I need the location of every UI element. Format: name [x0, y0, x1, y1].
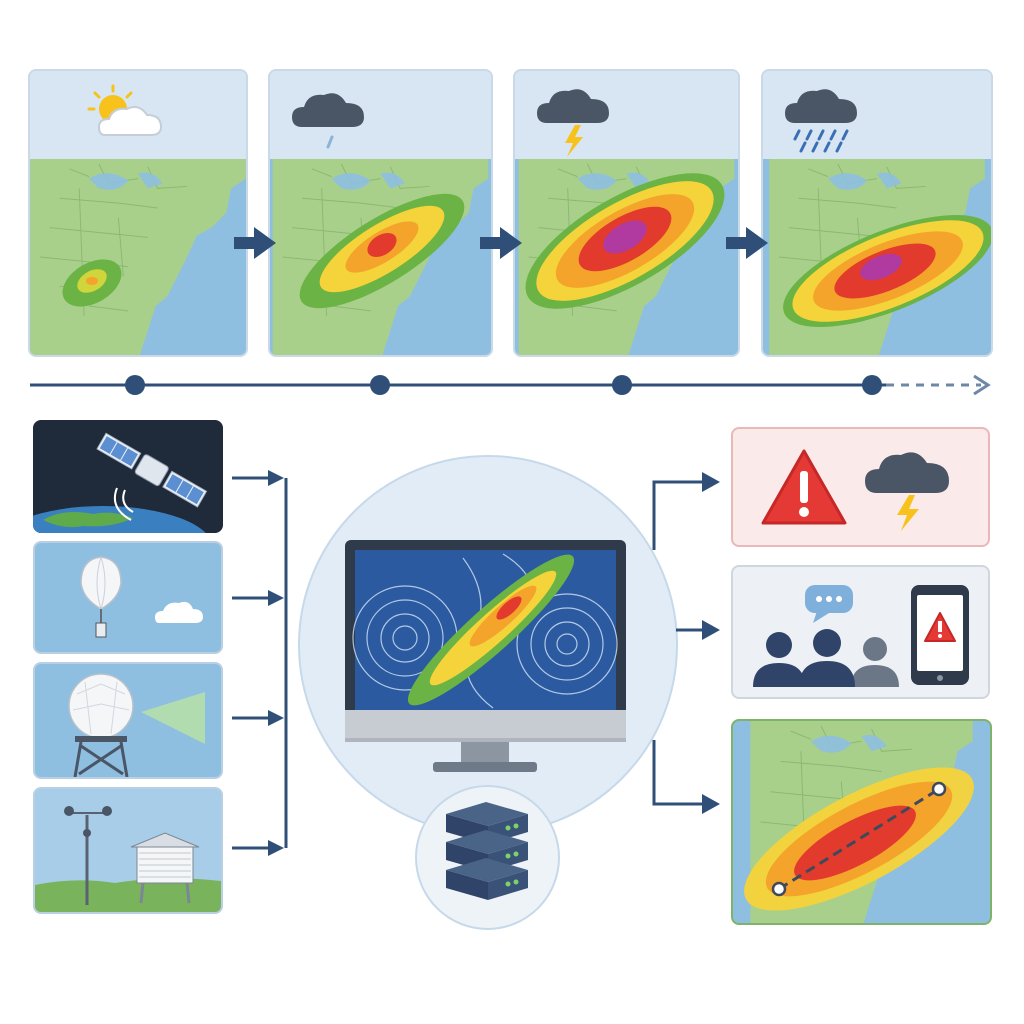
- timeline-marker: [862, 375, 882, 395]
- stage-arrow-icon: [726, 227, 768, 259]
- public-notice-output-panel: [731, 565, 990, 699]
- model-storm-band: [407, 554, 575, 706]
- chat-bubble-icon: [805, 585, 853, 623]
- input-connector: [232, 470, 288, 856]
- storm-track-map-icon: [744, 721, 974, 923]
- output-connector: [652, 472, 720, 814]
- heavy-rain-cloud-icon: [785, 89, 857, 153]
- cloud-icon: [155, 601, 203, 623]
- ground-station-source-panel: [33, 787, 223, 914]
- satellite-icon: [96, 432, 208, 521]
- warning-triangle-icon: [761, 449, 847, 525]
- weather-balloon-icon: [80, 556, 122, 638]
- storm-cell: [62, 259, 122, 307]
- storm-cell: [783, 215, 991, 327]
- timeline-stage-3-panel: [513, 69, 740, 357]
- weather-station-icon: [64, 806, 112, 905]
- people-icon: [753, 585, 899, 687]
- thunderstorm-cloud-icon: [865, 452, 949, 531]
- sun-cloud-icon: [87, 84, 163, 136]
- monitor-icon: [345, 540, 626, 772]
- timeline-stage-1-panel: [28, 69, 248, 357]
- radar-dome-icon: [68, 673, 205, 777]
- forecast-track-map-output-panel: [731, 719, 992, 925]
- timeline-marker: [612, 375, 632, 395]
- instrument-shelter-icon: [130, 832, 200, 904]
- radar-source-panel: [33, 662, 223, 779]
- stage-arrow-icon: [234, 227, 276, 259]
- satellite-source-panel: [33, 420, 223, 533]
- severe-alert-output-panel: [731, 427, 990, 547]
- light-rain-cloud-icon: [292, 93, 364, 149]
- server-stack-icon: [446, 802, 528, 900]
- storm-cell: [525, 173, 725, 309]
- storm-track-line: [771, 781, 947, 897]
- weather-balloon-source-panel: [33, 541, 223, 654]
- smartphone-alert-icon: [911, 585, 969, 685]
- storm-cell: [299, 193, 465, 309]
- timeline-stage-2-panel: [268, 69, 493, 357]
- timeline-stage-4-panel: [761, 69, 993, 357]
- stage-arrow-icon: [480, 227, 522, 259]
- thunderstorm-cloud-icon: [537, 89, 609, 157]
- timeline-axis: [30, 374, 991, 396]
- timeline-marker: [125, 375, 145, 395]
- timeline-marker: [370, 375, 390, 395]
